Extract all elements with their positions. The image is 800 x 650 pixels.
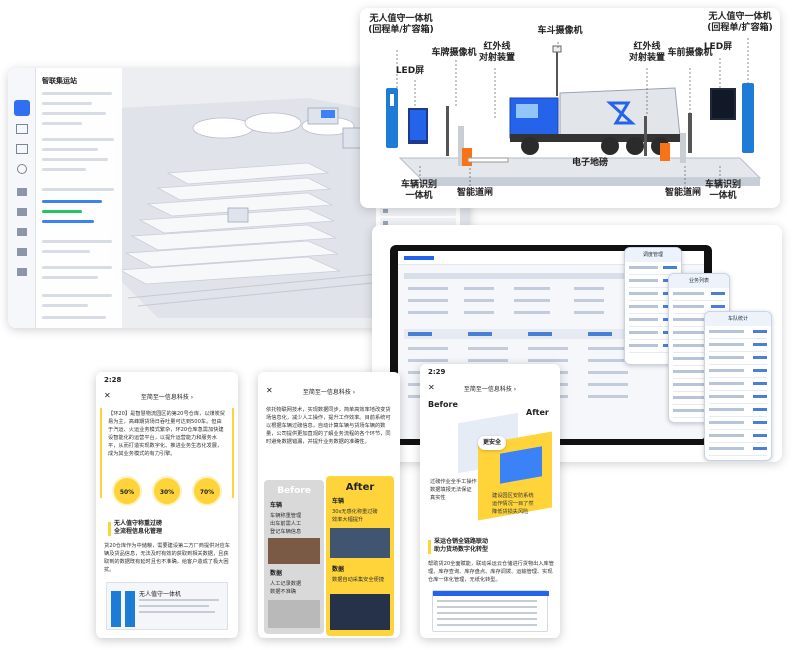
section-title: 无人值守称重过磅 全流程信息化管理 <box>114 520 163 535</box>
label-gate-right: 智能道闸 <box>664 188 701 198</box>
status-time: 2:29 <box>428 368 446 376</box>
status-time: 2:28 <box>104 376 122 384</box>
article-title: 至简至一信息科技 › <box>302 389 356 396</box>
mini-phone-title: 调度管理 <box>625 248 681 262</box>
article-title: 至简至一信息科技 › <box>140 394 194 401</box>
device-caption: 无人值守一体机 <box>139 591 182 598</box>
article-title: 至简至一信息科技 › <box>463 386 517 393</box>
article-intro: 【环20】是智慧物流园区的第20号仓库，以煤炭贸易为主，高峰期货场日吞吐量可达到… <box>108 411 225 457</box>
stat-circle: 50% <box>112 476 142 506</box>
label-vehicle-id-left: 车辆识别 一体机 <box>400 180 437 201</box>
phone-case-study-3: 2:29 ✕ 至简至一信息科技 › Before After 更安全 过磅作业全… <box>420 364 560 638</box>
after-item-desc: 30s无感化称重过磅 效率大幅提升 <box>332 509 378 523</box>
label-led-right: LED屏 <box>703 42 733 52</box>
after-panel: After 车辆 30s无感化称重过磅 效率大幅提升 数据 数据自动采集安全便捷 <box>326 476 394 636</box>
after-photo <box>330 594 390 630</box>
before-panel: Before 车辆 车辆称重管理 出车前需人工 登记车辆信息 数据 人工记录数据… <box>264 480 324 634</box>
tablet-mockup: 调度管理 业务列表 车队统计 <box>372 225 782 462</box>
truck-icon[interactable] <box>17 208 27 216</box>
truck-icon[interactable] <box>17 248 27 256</box>
home-icon[interactable] <box>14 100 30 116</box>
label-front-camera: 车前摄像机 <box>667 48 713 58</box>
kiosk-image <box>125 591 135 627</box>
before-label: Before <box>277 486 311 496</box>
safety-badge: 更安全 <box>478 436 506 450</box>
before-item-title: 数据 <box>270 570 283 577</box>
section-title: 采运仓销全链路联动 助力货场数字化转型 <box>434 538 489 553</box>
list-item[interactable] <box>380 218 456 228</box>
system-screenshot <box>432 590 549 632</box>
label-plate-camera: 车牌摄像机 <box>431 48 477 58</box>
phone-case-study-1: 2:28 ✕ 至简至一信息科技 › 【环20】是智慧物流园区的第20号仓库，以煤… <box>96 372 238 638</box>
kiosk-image <box>111 591 121 627</box>
weighbridge-diagram: 无人值守一体机 (回程单/扩容箱) LED屏 车牌摄像机 红外线 对射装置 车斗… <box>360 8 780 208</box>
label-unattended-right: 无人值守一体机 (回程单/扩容箱) <box>707 12 773 33</box>
after-item-desc: 数据自动采集安全便捷 <box>332 577 384 583</box>
after-label: After <box>345 482 375 493</box>
close-icon[interactable]: ✕ <box>266 386 273 395</box>
label-bucket-camera: 车斗摄像机 <box>537 26 583 36</box>
label-vehicle-id-right: 车辆识别 一体机 <box>704 180 741 201</box>
dashboard-title: 智联集运站 <box>42 77 77 85</box>
before-item-desc: 人工记录数据 数据不准确 <box>270 581 302 595</box>
before-photo <box>268 538 320 564</box>
mini-phone-title: 业务列表 <box>669 274 729 288</box>
truck-icon[interactable] <box>17 228 27 236</box>
after-label: After <box>526 408 549 417</box>
after-caption: 建设园区安防系统 运作情况一目了然 降低货损失风险 <box>492 493 534 515</box>
article-intro: 依托物联网技术，实现数据同步，简单高效率地改变货场信息化，减少人工操作，提升工作… <box>266 407 391 445</box>
close-icon[interactable]: ✕ <box>428 383 435 392</box>
stats-panel: 智联集运站 <box>36 68 122 328</box>
truck-icon[interactable] <box>17 188 27 196</box>
label-unattended-left: 无人值守一体机 (回程单/扩容箱) <box>368 14 434 35</box>
device-image: 无人值守一体机 <box>106 582 228 630</box>
section-body: 货20仓库作为中储粮，需要建设第二方厂商提供对应车辆及货品信息，无法及时有效的获… <box>104 543 230 573</box>
close-icon[interactable]: ✕ <box>104 391 111 400</box>
after-item-title: 数据 <box>332 566 345 573</box>
stat-circle: 30% <box>152 476 182 506</box>
layers-icon[interactable] <box>16 124 28 134</box>
truck-icon[interactable] <box>17 268 27 276</box>
before-item-title: 车辆 <box>270 502 283 509</box>
section-body: 帮助货20全面赋能，联动采运云仓储进行货物出入库管理、库存查询、库存盘点、库存调… <box>428 561 554 583</box>
grid-icon[interactable] <box>16 144 28 154</box>
settings-icon[interactable] <box>17 164 27 174</box>
mini-phone-title: 车队统计 <box>705 312 771 326</box>
after-item-title: 车辆 <box>332 498 345 505</box>
label-infrared-left: 红外线 对射装置 <box>478 42 515 63</box>
phone-case-study-2: ✕ 至简至一信息科技 › 依托物联网技术，实现数据同步，简单高效率地改变货场信息… <box>258 372 400 638</box>
list-item[interactable] <box>380 206 456 216</box>
label-gate-left: 智能道闸 <box>456 188 493 198</box>
label-led-left: LED屏 <box>395 66 425 76</box>
before-item-desc: 车辆称重管理 出车前需人工 登记车辆信息 <box>270 513 302 535</box>
label-infrared-right: 红外线 对射装置 <box>628 42 665 63</box>
stat-circle: 70% <box>192 476 222 506</box>
dashboard-sidebar <box>8 68 36 328</box>
weighbridge-illustration <box>386 38 762 188</box>
mini-phone-fleet[interactable]: 车队统计 <box>704 311 772 461</box>
after-photo <box>330 528 390 558</box>
before-label: Before <box>428 400 458 409</box>
before-photo <box>268 600 320 628</box>
label-scale: 电子地磅 <box>571 158 608 168</box>
before-caption: 过磅作业全手工操作 数据填报无法保证 真实性 <box>430 479 477 501</box>
